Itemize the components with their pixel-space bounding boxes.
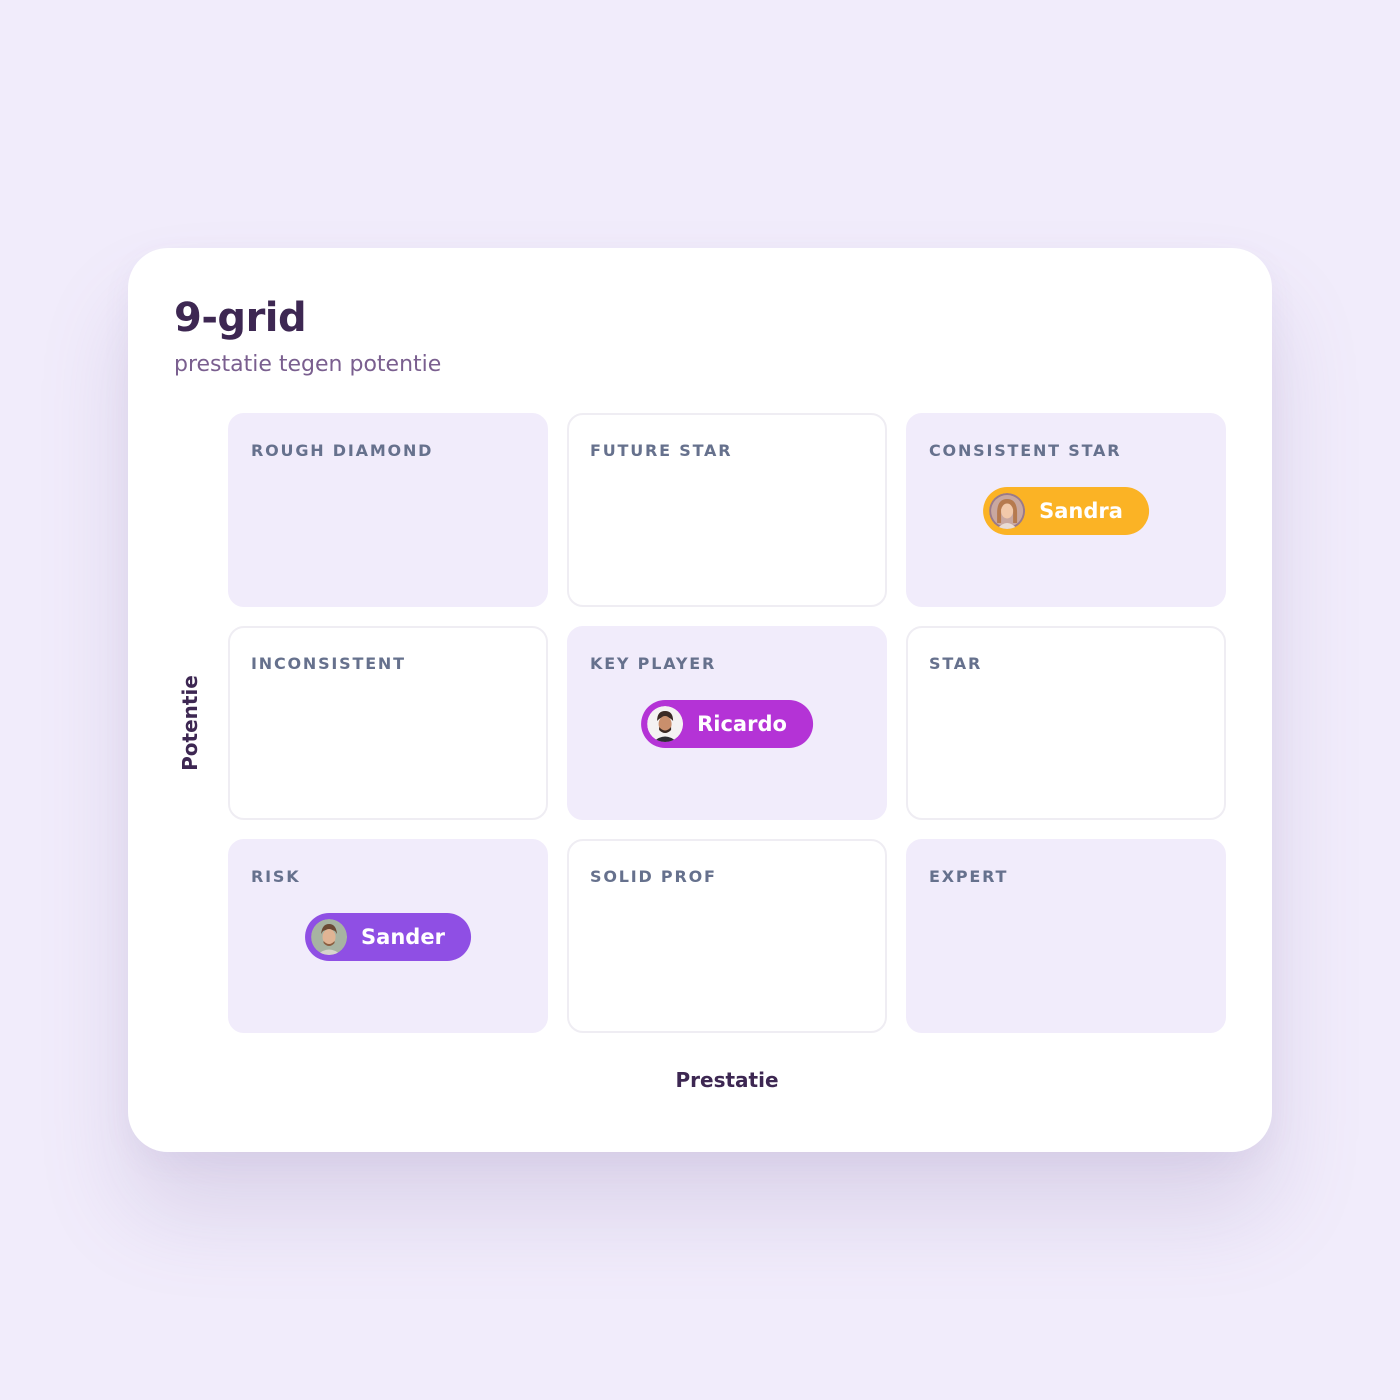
grid-cell-solid-prof[interactable]: SOLID PROF bbox=[567, 839, 887, 1033]
cell-label: INCONSISTENT bbox=[251, 654, 406, 673]
person-chip-sander[interactable]: Sander bbox=[305, 913, 471, 961]
grid-cell-key-player[interactable]: KEY PLAYER Ricardo bbox=[567, 626, 887, 820]
avatar-icon bbox=[647, 706, 684, 742]
person-name: Sander bbox=[361, 925, 445, 949]
cell-label: STAR bbox=[929, 654, 983, 673]
x-axis-label: Prestatie bbox=[675, 1068, 779, 1092]
person-name: Ricardo bbox=[697, 712, 787, 736]
y-axis-label: Potentie bbox=[178, 675, 202, 771]
cell-label: FUTURE STAR bbox=[590, 441, 733, 460]
person-chip-ricardo[interactable]: Ricardo bbox=[641, 700, 813, 748]
grid-cell-future-star[interactable]: FUTURE STAR bbox=[567, 413, 887, 607]
page-title: 9-grid bbox=[174, 295, 307, 341]
nine-grid: ROUGH DIAMOND FUTURE STAR CONSISTENT STA… bbox=[228, 413, 1226, 1033]
grid-cell-consistent-star[interactable]: CONSISTENT STAR Sandra bbox=[906, 413, 1226, 607]
nine-grid-card: 9-grid prestatie tegen potentie Potentie… bbox=[128, 248, 1272, 1152]
cell-label: RISK bbox=[251, 867, 301, 886]
avatar-icon bbox=[989, 493, 1026, 529]
cell-label: KEY PLAYER bbox=[590, 654, 717, 673]
grid-cell-inconsistent[interactable]: INCONSISTENT bbox=[228, 626, 548, 820]
cell-label: SOLID PROF bbox=[590, 867, 717, 886]
cell-label: EXPERT bbox=[929, 867, 1009, 886]
grid-cell-rough-diamond[interactable]: ROUGH DIAMOND bbox=[228, 413, 548, 607]
grid-cell-expert[interactable]: EXPERT bbox=[906, 839, 1226, 1033]
person-chip-sandra[interactable]: Sandra bbox=[983, 487, 1149, 535]
person-name: Sandra bbox=[1039, 499, 1123, 523]
grid-cell-risk[interactable]: RISK Sander bbox=[228, 839, 548, 1033]
grid-cell-star[interactable]: STAR bbox=[906, 626, 1226, 820]
cell-label: CONSISTENT STAR bbox=[929, 441, 1122, 460]
page-subtitle: prestatie tegen potentie bbox=[174, 352, 442, 377]
cell-label: ROUGH DIAMOND bbox=[251, 441, 434, 460]
avatar-icon bbox=[311, 919, 348, 955]
